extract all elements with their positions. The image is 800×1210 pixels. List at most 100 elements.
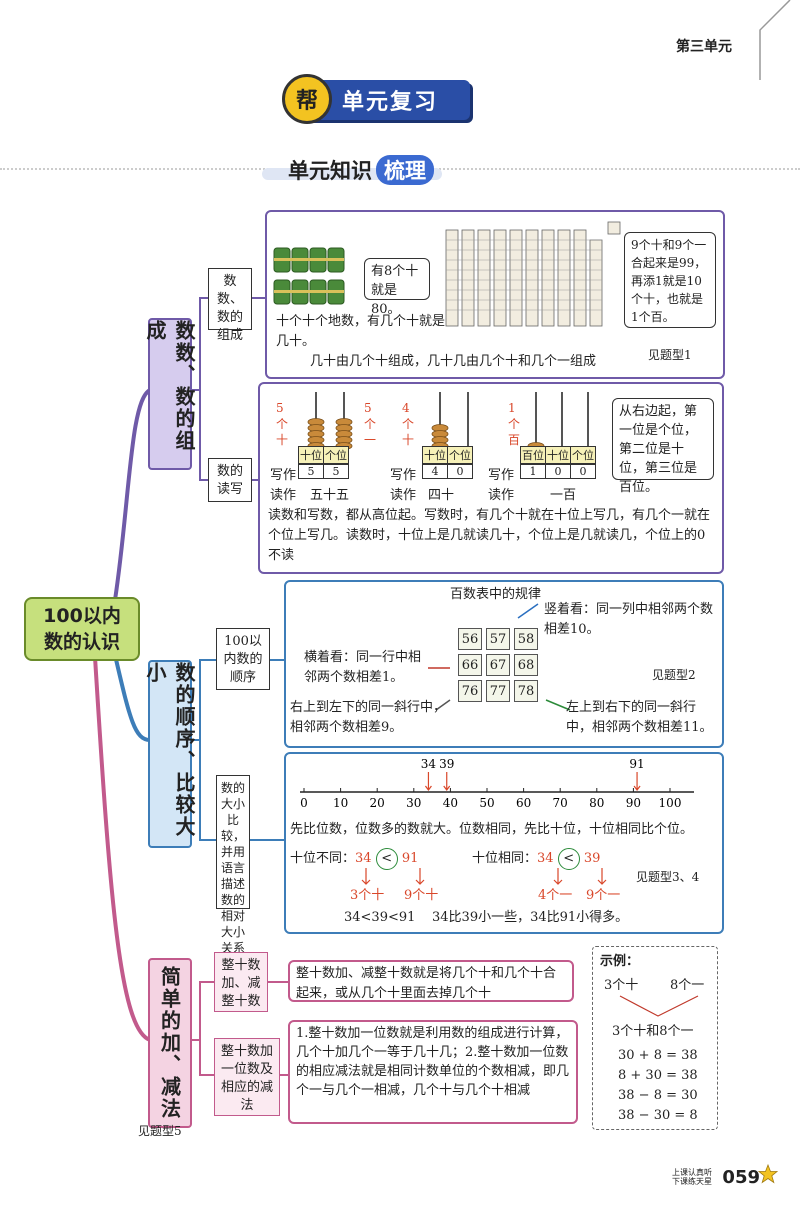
sub-counting: 数数、数的组成 [208,268,252,343]
diff-label: 十位不同： [290,851,356,866]
bundles-icon [273,247,345,305]
abacus2-digits: 4 0 [422,464,473,479]
footer-slogan: 上课认真听 下课练天星 [672,1168,712,1186]
abacus3-write: 写作 [488,468,515,483]
number-line-marker-label: 34 [421,757,437,771]
cube-rods-icon [445,221,621,327]
grid-cell: 67 [486,654,510,676]
abacus1-write: 写作 [270,468,297,483]
diagonal-left-rule: 右上到左下的同一斜行中，相邻两个数相差9。 [290,700,447,735]
counting-summary: 几十由几个十组成，几十几由几个十和几个一组成 [310,354,597,369]
diff-a-note: 3个十 [350,888,385,903]
abacus3-header-hundreds: 百位 [522,447,546,463]
horizontal-rule: 横着看：同一行中相邻两个数相差1。 [304,650,422,685]
read-write-text: 读数和写数，都从高位起。写数时，有几个十就在十位上写几，有几个一就在个位上写几。… [268,508,711,563]
abacus1-icon [307,392,353,450]
abacus1-header-ones: 个位 [325,449,347,462]
diff-b: 91 [401,851,419,866]
note-99: 9个十和9个一合起来是99，再添1就是10个十，也就是1个百。 [624,232,716,328]
abacus1-right: 5个一 [364,401,377,447]
same-b: 39 [583,851,601,866]
category-counting: 数数、数的组成 [143,318,196,470]
category-add-subtract: 简单的加、减法 [148,958,192,1128]
number-line-tick-label: 40 [443,796,458,810]
sub-tens-add-subtract: 整十数加、减整十数 [214,952,268,1012]
abacus1-read-value: 五十五 [310,488,350,503]
grid-cell: 58 [514,628,538,650]
grid-cell: 76 [458,680,482,702]
abacus1-digits: 5 5 [298,464,349,479]
ref-type5: 见题型5 [138,1124,182,1138]
abacus1-digit-tens: 5 [299,465,324,478]
abacus2-icon [431,392,469,450]
number-line-box [284,752,724,934]
abacus3-read-value: 一百 [550,488,577,503]
category-order-compare: 数的顺序、比较大小 [143,660,196,848]
tens-rule-box: 整十数加、减整十数就是将几个十和几个十合起来，或从几个十里面去掉几个十 [288,960,574,1002]
grid-cell: 56 [458,628,482,650]
abacus2-read-value: 四十 [428,488,455,503]
badge-icon: 帮 [282,74,332,124]
number-line-marker [424,772,432,791]
footer-slogan2: 下课练天星 [672,1177,712,1186]
diff-a: 34 [355,851,372,866]
example-right: 8个一 [670,978,705,993]
sub-read-write: 数的读写 [208,458,252,502]
number-line-marker-label: 39 [439,757,454,771]
unit-label: 第三单元 [676,39,732,55]
grid-cell: 77 [486,680,510,702]
grid-cell: 78 [514,680,538,702]
abacus2-headers: 十位 个位 [422,446,473,464]
abacus1-header-tens: 十位 [300,447,324,463]
bubble-80: 有8个十就是80。 [364,258,430,317]
example-sum: 3个十和8个一 [612,1024,694,1039]
grid-cell: 57 [486,628,510,650]
example-box [592,946,718,1130]
ref-type3-4: 见题型3、4 [636,870,700,884]
grid-cell: 66 [458,654,482,676]
abacus2-read: 读作 [390,488,417,503]
abacus2-digit-tens: 4 [423,465,448,478]
same-a-note: 4个一 [538,888,573,903]
compare-arrows [361,868,607,885]
hundred-chart-header: 百数表中的规律 [450,587,542,602]
footer-slogan1: 上课认真听 [672,1168,712,1177]
abacus2-digit-ones: 0 [456,465,464,478]
sub-compare: 数的大小比较，并用语言描述数的相对大小关系 [216,775,250,955]
example-eq-2: 8 + 30 = 38 [618,1068,698,1083]
grid-cell: 68 [514,654,538,676]
number-line-tick-label: 70 [553,796,568,810]
compare-result1: 34<39<91 [344,910,416,925]
abacus3-headers: 百位 十位 个位 [520,446,596,464]
sub-tens-plus-ones: 整十数加一位数及相应的减法 [214,1038,280,1116]
number-line-tick-label: 80 [589,796,604,810]
abacus3-left: 1个百 [508,401,521,447]
same-label: 十位相同： [472,851,538,866]
abacus3-header-tens: 十位 [547,447,571,463]
example-label: 示例： [600,954,640,969]
abacus3-digit-tens: 0 [546,465,571,478]
compare-result2: 34比39小一些，34比91小得多。 [432,910,629,925]
subtitle-part2: 梳理 [376,155,434,185]
compare-same-tens: 十位相同：34 < 39 [472,848,600,870]
page-corner-decoration [759,0,791,80]
abacus1-headers: 十位 个位 [298,446,349,464]
root-line2: 数的认识 [43,631,120,653]
number-line-tick-label: 10 [333,796,348,810]
root-node: 100以内数的认识 [24,597,140,661]
number-line-tick-label: 50 [479,796,494,810]
example-eq-4: 38 − 30 = 8 [618,1108,698,1123]
abacus1-read: 读作 [270,488,297,503]
root-line1: 100以内 [43,605,121,627]
abacus3-header-ones: 个位 [572,449,594,462]
same-a: 34 [537,851,554,866]
counting-caption: 十个十个地数，有几个十就是几十。 [276,314,446,349]
hundred-chart-grid: 56 57 58 66 67 68 76 77 78 [456,622,540,706]
tens-plus-ones-box: 1.整十数加一位数就是利用数的组成进行计算，几个十加几个一等于几十几；2.整十数… [288,1020,578,1124]
number-line-marker-label: 91 [629,757,644,771]
sub-order: 100以内数的顺序 [216,628,270,690]
number-line-tick-label: 0 [300,796,308,810]
subtitle-part1: 单元知识 [288,159,372,183]
